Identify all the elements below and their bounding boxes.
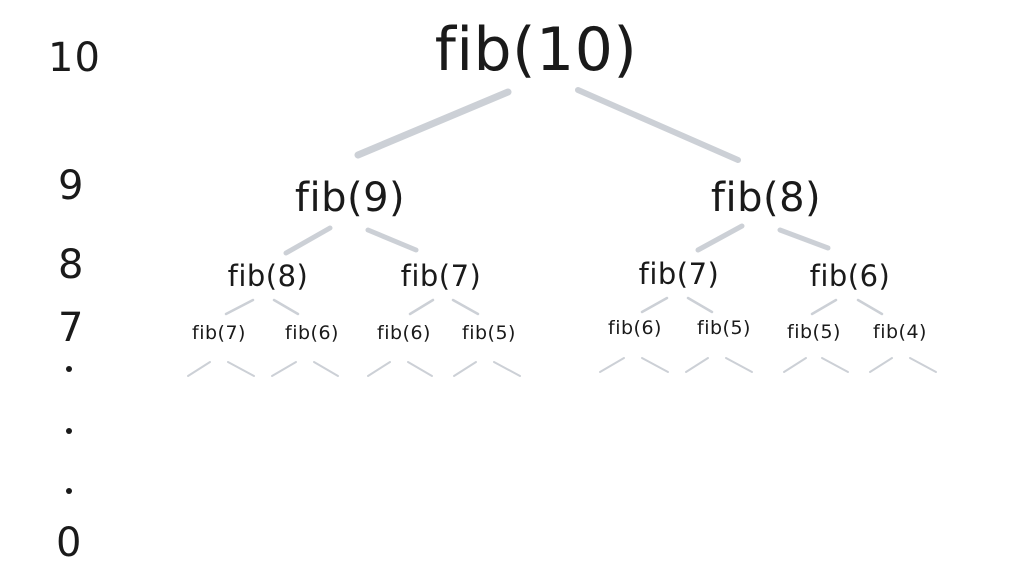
node-l1-left: fib(9): [294, 175, 406, 221]
level-label-9: 9: [58, 163, 85, 209]
edge-l2-d-right: [856, 298, 884, 316]
edge-fib8-right: [777, 227, 831, 251]
edge-l2-c-right: [686, 296, 714, 314]
edge-stub: [271, 361, 297, 377]
node-l3-7: fib(5): [787, 321, 841, 343]
ellipsis-dot: [66, 428, 72, 434]
edge-l2-a-right: [272, 298, 300, 316]
level-label-8: 8: [58, 242, 85, 288]
edge-stub: [821, 357, 849, 373]
node-root: fib(10): [434, 15, 638, 85]
edge-stub: [407, 361, 433, 377]
edge-root-left: [354, 88, 512, 159]
ellipsis-dot: [66, 488, 72, 494]
edge-fib9-left: [283, 225, 333, 256]
node-l1-right: fib(8): [710, 175, 822, 221]
edge-l2-b-right: [451, 298, 480, 316]
node-l3-6: fib(5): [697, 317, 751, 339]
edge-stub: [227, 361, 255, 377]
edge-stub: [313, 361, 339, 377]
edge-stub: [725, 357, 753, 373]
edge-root-right: [575, 87, 741, 163]
edge-stub: [367, 361, 391, 377]
node-l3-5: fib(6): [608, 317, 662, 339]
node-l3-4: fib(5): [462, 322, 516, 344]
edge-stub: [641, 357, 669, 373]
edge-stub: [187, 361, 211, 377]
edge-stub: [599, 357, 625, 373]
level-label-10: 10: [48, 35, 101, 81]
edge-l2-a-left: [224, 298, 255, 316]
node-l3-3: fib(6): [377, 322, 431, 344]
node-l3-2: fib(6): [285, 322, 339, 344]
edge-stub: [869, 357, 893, 373]
node-l2-a: fib(8): [227, 259, 309, 293]
node-l3-1: fib(7): [192, 322, 246, 344]
edge-stub: [493, 361, 521, 377]
edge-fib9-right: [365, 227, 419, 253]
edge-stub: [909, 357, 937, 373]
node-l3-8: fib(4): [873, 321, 927, 343]
level-label-0: 0: [56, 520, 83, 566]
level-label-7: 7: [58, 305, 85, 351]
node-l2-d: fib(6): [809, 259, 891, 293]
ellipsis-dot: [66, 366, 72, 372]
edge-l2-d-left: [810, 298, 838, 316]
edge-stub: [685, 357, 709, 373]
node-l2-c: fib(7): [638, 257, 720, 291]
edge-stub: [783, 357, 807, 373]
edge-l2-b-left: [408, 298, 435, 316]
edge-l2-c-left: [640, 296, 669, 314]
node-l2-b: fib(7): [400, 259, 482, 293]
edge-fib8-left: [695, 223, 745, 253]
edge-stub: [453, 361, 477, 377]
